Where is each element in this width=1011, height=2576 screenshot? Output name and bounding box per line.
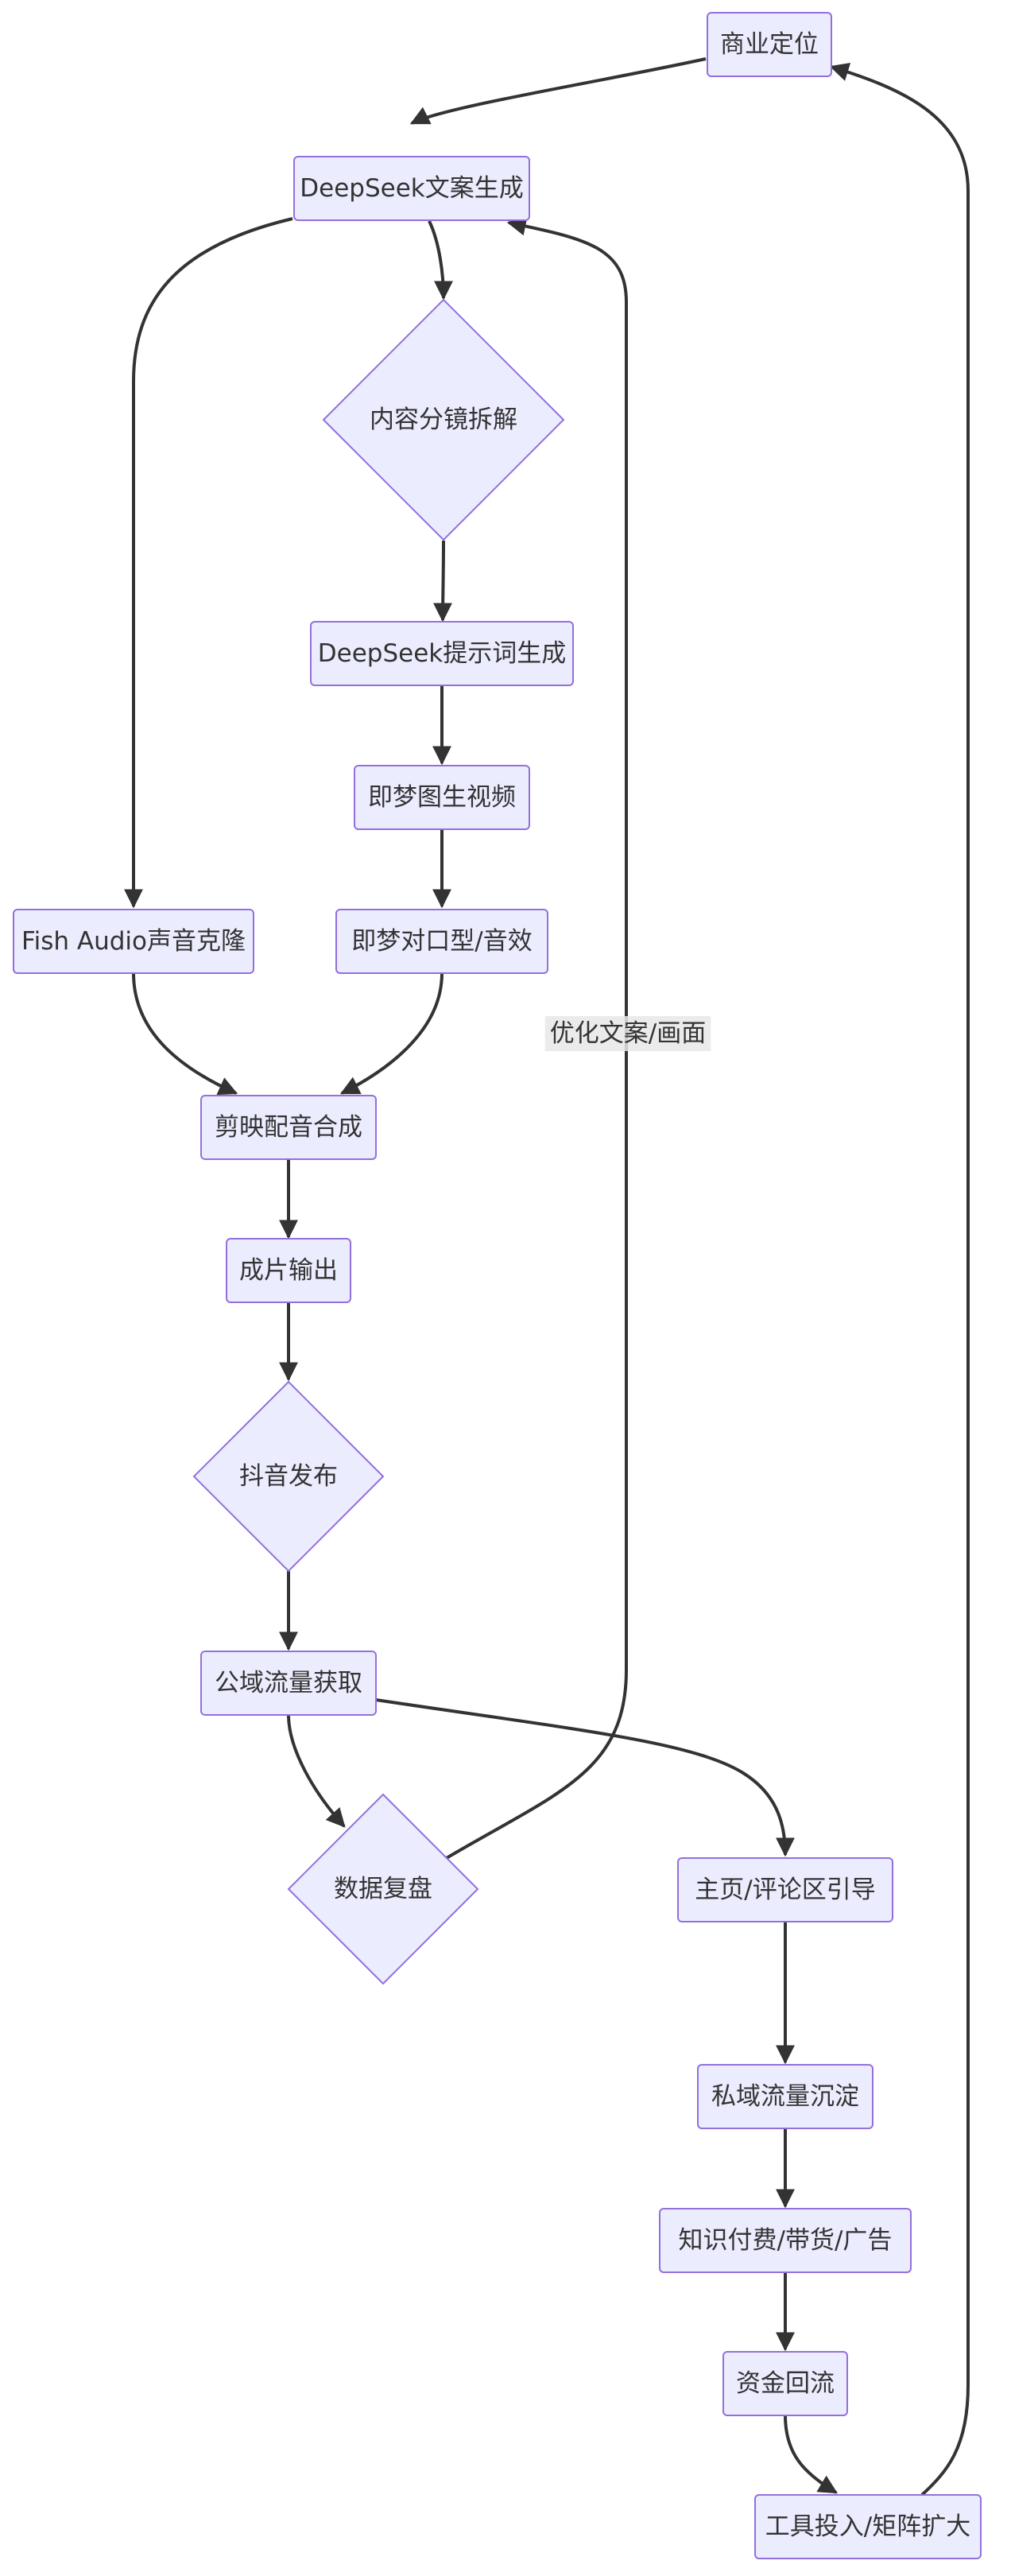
- node-shape-diamond: [192, 1380, 385, 1573]
- node-ds2: DeepSeek提示词生成: [310, 621, 574, 686]
- node-jm2: 即梦对口型/音效: [335, 909, 548, 974]
- node-fish: Fish Audio声音克隆: [13, 909, 254, 974]
- node-shape-rect: [226, 1238, 351, 1303]
- node-label: 知识付费/带货/广告: [679, 2226, 893, 2255]
- node-tools: 工具投入/矩阵扩大: [754, 2494, 982, 2559]
- node-shape-rect: [677, 1857, 893, 1922]
- node-shape-rect: [697, 2064, 873, 2129]
- edge-tools-to-biz: [829, 62, 970, 2496]
- edge-labels-layer: 优化文案/画面: [544, 1016, 711, 1051]
- node-pub: 公域流量获取: [200, 1651, 377, 1716]
- node-jm1: 即梦图生视频: [354, 765, 530, 830]
- node-home: 主页/评论区引导: [677, 1857, 893, 1922]
- node-split: 内容分镜拆解: [322, 298, 565, 541]
- node-cash: 资金回流: [722, 2351, 848, 2416]
- node-priv: 私域流量沉淀: [697, 2064, 873, 2129]
- edge-label-data-to-ds1: 优化文案/画面: [544, 1016, 711, 1051]
- edge-pub-to-data: [287, 1714, 346, 1828]
- node-label: 商业定位: [720, 30, 819, 59]
- node-ds1: DeepSeek文案生成: [293, 156, 530, 221]
- node-label: 内容分镜拆解: [370, 405, 517, 434]
- node-label: 工具投入/矩阵扩大: [765, 2512, 970, 2541]
- node-biz: 商业定位: [707, 12, 832, 77]
- edge-biz-to-ds1: [409, 57, 707, 125]
- node-shape-rect: [310, 621, 574, 686]
- node-jy: 剪映配音合成: [200, 1095, 377, 1160]
- node-shape-rect: [335, 909, 548, 974]
- node-label: Fish Audio声音克隆: [21, 927, 246, 956]
- edge-ds1-to-fish: [124, 217, 293, 909]
- edges-layer: [124, 57, 970, 2496]
- edge-ds1-to-split: [428, 220, 453, 301]
- node-shape-rect: [13, 909, 254, 974]
- node-shape-rect: [354, 765, 530, 830]
- edge-pub-to-home: [375, 1698, 795, 1857]
- node-label: DeepSeek提示词生成: [318, 639, 566, 668]
- node-label: 即梦对口型/音效: [351, 927, 532, 956]
- node-label: 即梦图生视频: [368, 783, 516, 812]
- node-out: 成片输出: [226, 1238, 351, 1303]
- node-data: 数据复盘: [287, 1793, 479, 1985]
- node-label: 主页/评论区引导: [695, 1876, 875, 1904]
- node-label: 剪映配音合成: [215, 1113, 362, 1142]
- edge-jm2-to-jy: [339, 972, 444, 1095]
- node-shape-diamond: [322, 298, 565, 541]
- node-label: 私域流量沉淀: [711, 2082, 859, 2111]
- node-shape-rect: [659, 2208, 912, 2273]
- node-shape-rect: [293, 156, 530, 221]
- node-label: 公域流量获取: [215, 1669, 362, 1697]
- node-label: DeepSeek文案生成: [300, 174, 523, 203]
- edge-split-to-ds2: [433, 540, 453, 623]
- edge-data-to-ds1: [444, 216, 628, 1860]
- node-label: 抖音发布: [239, 1462, 338, 1491]
- node-shape-rect: [707, 12, 832, 77]
- node-label: 数据复盘: [334, 1875, 432, 1903]
- node-shape-rect: [200, 1651, 377, 1716]
- node-shape-rect: [200, 1095, 377, 1160]
- node-label: 成片输出: [239, 1256, 338, 1285]
- edge-label-text: 优化文案/画面: [550, 1019, 706, 1048]
- edge-fish-to-jy: [132, 972, 238, 1096]
- node-label: 资金回流: [736, 2369, 835, 2398]
- edge-cash-to-tools: [784, 2415, 839, 2494]
- node-shape-rect: [722, 2351, 848, 2416]
- node-shape-rect: [754, 2494, 982, 2559]
- edge-label-background: [544, 1016, 711, 1051]
- node-dy: 抖音发布: [192, 1380, 385, 1573]
- node-shape-diamond: [287, 1793, 479, 1985]
- node-pay: 知识付费/带货/广告: [659, 2208, 912, 2273]
